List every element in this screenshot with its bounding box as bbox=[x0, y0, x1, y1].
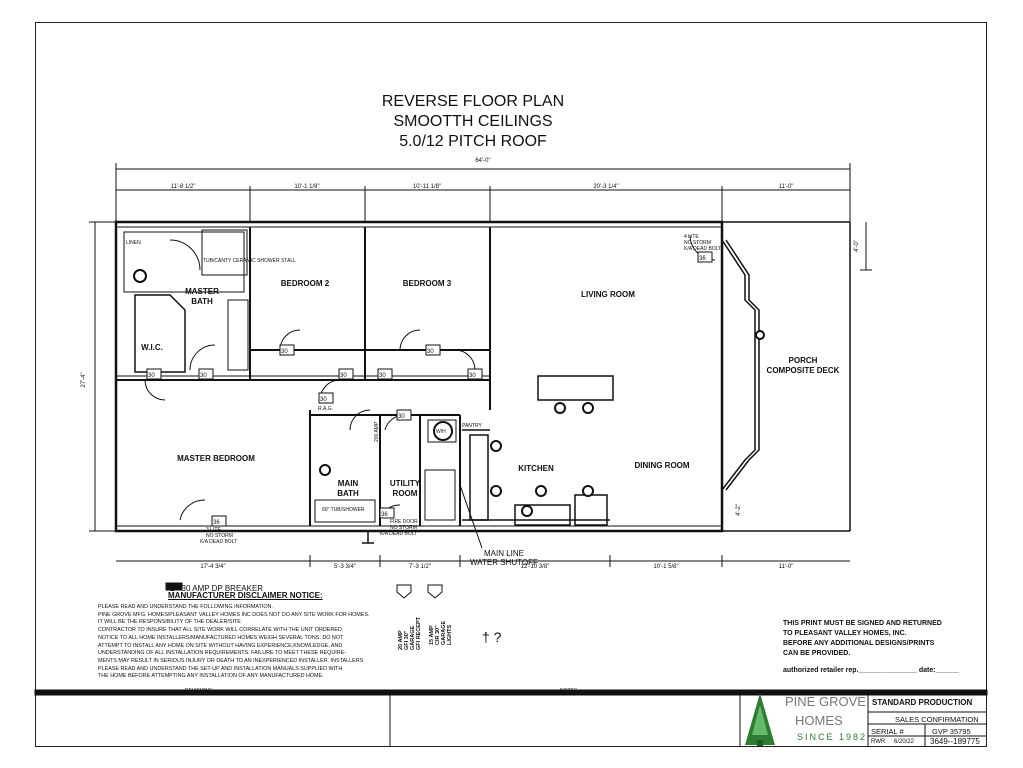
room-label: DINING ROOM bbox=[634, 461, 689, 470]
garage-note: 15 AMP bbox=[429, 625, 435, 645]
door-note: 4 LITE bbox=[684, 234, 699, 240]
room-label: PORCH bbox=[789, 356, 818, 365]
brand-name: PINE GROVE bbox=[785, 694, 866, 709]
brand-since: SINCE 1982 bbox=[797, 732, 868, 742]
door-note: NO STORM bbox=[206, 533, 233, 539]
dimension-bottom: 5'-3 3/4" bbox=[334, 564, 356, 570]
rag-label: R.A.G. bbox=[318, 406, 333, 412]
garage-note: GFI 30" bbox=[404, 630, 410, 650]
water-shutoff-note: MAIN LINE bbox=[484, 549, 524, 558]
door-size: 30 bbox=[379, 373, 386, 379]
door-note: K/A DEAD BOLT bbox=[380, 531, 417, 537]
production-type: STANDARD PRODUCTION bbox=[872, 698, 973, 707]
drawing-frame bbox=[35, 22, 987, 747]
door-note: 3 LITE bbox=[206, 527, 221, 533]
breaker-note: 1 - 30 AMP DP BREAKER bbox=[170, 584, 264, 593]
room-label: MASTER BEDROOM bbox=[177, 454, 255, 463]
plan-title: REVERSE FLOOR PLAN bbox=[381, 93, 565, 110]
linen-label: LINEN bbox=[126, 240, 141, 246]
brand-name: HOMES bbox=[795, 713, 843, 728]
room-label: BATH bbox=[191, 297, 213, 306]
door-note: NO STORM bbox=[684, 240, 711, 246]
garage-note: 20 AMP bbox=[398, 630, 404, 650]
garage-note: GFI RECEPT bbox=[416, 616, 422, 650]
room-label: W.I.C. bbox=[141, 343, 163, 352]
door-size: 30 bbox=[427, 349, 434, 355]
dimension-top: 11'-8 1/2" bbox=[171, 184, 196, 190]
symbol-note: † ? bbox=[482, 629, 502, 645]
door-size: 30 bbox=[281, 349, 288, 355]
drawn-by: RWR bbox=[871, 739, 886, 745]
dimension-right: 4'-0" bbox=[854, 240, 860, 252]
dimension-right: 4'-2" bbox=[736, 504, 742, 516]
door-size: 30 bbox=[320, 397, 327, 403]
garage-note: GARAGE bbox=[441, 621, 447, 645]
door-size: 30 bbox=[469, 373, 476, 379]
dimension-top: 20'-3 1/4" bbox=[593, 184, 618, 190]
room-label: BEDROOM 2 bbox=[281, 279, 330, 288]
water-shutoff-note: WATER SHUTOFF bbox=[470, 558, 538, 567]
door-size: 30 bbox=[340, 373, 347, 379]
notes-label: NOTES bbox=[560, 688, 578, 694]
room-label: MASTER bbox=[185, 287, 219, 296]
disclaimer-text: PLEASE READ AND UNDERSTAND THE FOLLOWING… bbox=[98, 604, 370, 680]
amp-label: 200 AMP bbox=[374, 421, 380, 442]
door-size: 30 bbox=[398, 414, 405, 420]
drawing-date: 6/20/22 bbox=[894, 739, 915, 745]
room-label: LIVING ROOM bbox=[581, 290, 635, 299]
door-size: 30 bbox=[148, 373, 155, 379]
door-note: FIRE DOOR bbox=[390, 519, 418, 525]
room-label: UTILITY bbox=[390, 479, 421, 488]
garage-note: LIGHTS bbox=[447, 625, 453, 645]
dimension-left: 27'-4" bbox=[81, 372, 87, 387]
garage-note: GARAGE bbox=[410, 626, 416, 650]
model-number: 3649--189775 bbox=[930, 737, 980, 746]
dimension-bottom: 10'-1 5/8" bbox=[653, 564, 678, 570]
dimension-top: 11'-0" bbox=[779, 184, 794, 190]
retailer-rep-line: authorized retailer rep._______________ … bbox=[783, 667, 959, 674]
serial-value: GVP 35795 bbox=[932, 727, 971, 736]
dimension-top: 10'-11 1/8" bbox=[413, 184, 441, 190]
room-label: BATH bbox=[337, 489, 359, 498]
door-size: 36 bbox=[213, 520, 220, 526]
door-size: 36 bbox=[699, 256, 706, 262]
room-label: BEDROOM 3 bbox=[403, 279, 452, 288]
roof-note: 5.0/12 PITCH ROOF bbox=[399, 133, 547, 150]
door-size: 36 bbox=[381, 512, 388, 518]
revisions-label: REVISIONS bbox=[185, 688, 213, 694]
overall-dimension: 64'-0" bbox=[475, 158, 490, 164]
disclaimer-heading: MANUFACTURER DISCLAIMER NOTICE: bbox=[168, 591, 323, 600]
signature-block: THIS PRINT MUST BE SIGNED AND RETURNED T… bbox=[783, 620, 942, 657]
room-label: COMPOSITE DECK bbox=[767, 366, 840, 375]
door-note: NO STORM bbox=[390, 525, 417, 531]
water-heater-label: W/H bbox=[436, 429, 446, 435]
dimension-bottom: 12'-10 3/8" bbox=[521, 564, 550, 570]
door-size: 30 bbox=[200, 373, 207, 379]
dimension-bottom: 11'-0" bbox=[779, 564, 794, 570]
shower-label: TUB/CANTY CERAMIC SHOWER STALL bbox=[203, 258, 296, 264]
serial-label: SERIAL # bbox=[871, 727, 904, 736]
door-note: K/A DEAD BOLT bbox=[684, 246, 721, 252]
pantry-label: PANTRY bbox=[462, 423, 482, 429]
dimension-top: 10'-1 1/8" bbox=[294, 184, 319, 190]
room-label: ROOM bbox=[393, 489, 418, 498]
door-note: K/A DEAD BOLT bbox=[200, 539, 237, 545]
room-label: KITCHEN bbox=[518, 464, 554, 473]
tree-logo-icon bbox=[745, 693, 775, 746]
dimension-bottom: 7'-3 1/2" bbox=[409, 564, 431, 570]
garage-note: CIR 30" bbox=[435, 625, 441, 645]
room-label: MAIN bbox=[338, 479, 359, 488]
tub-label: 60" TUB/SHOWER bbox=[322, 507, 365, 513]
ceiling-note: SMOOTTH CEILINGS bbox=[393, 113, 553, 130]
drawing-type: SALES CONFIRMATION bbox=[895, 715, 979, 724]
dimension-bottom: 17'-4 3/4" bbox=[200, 564, 225, 570]
